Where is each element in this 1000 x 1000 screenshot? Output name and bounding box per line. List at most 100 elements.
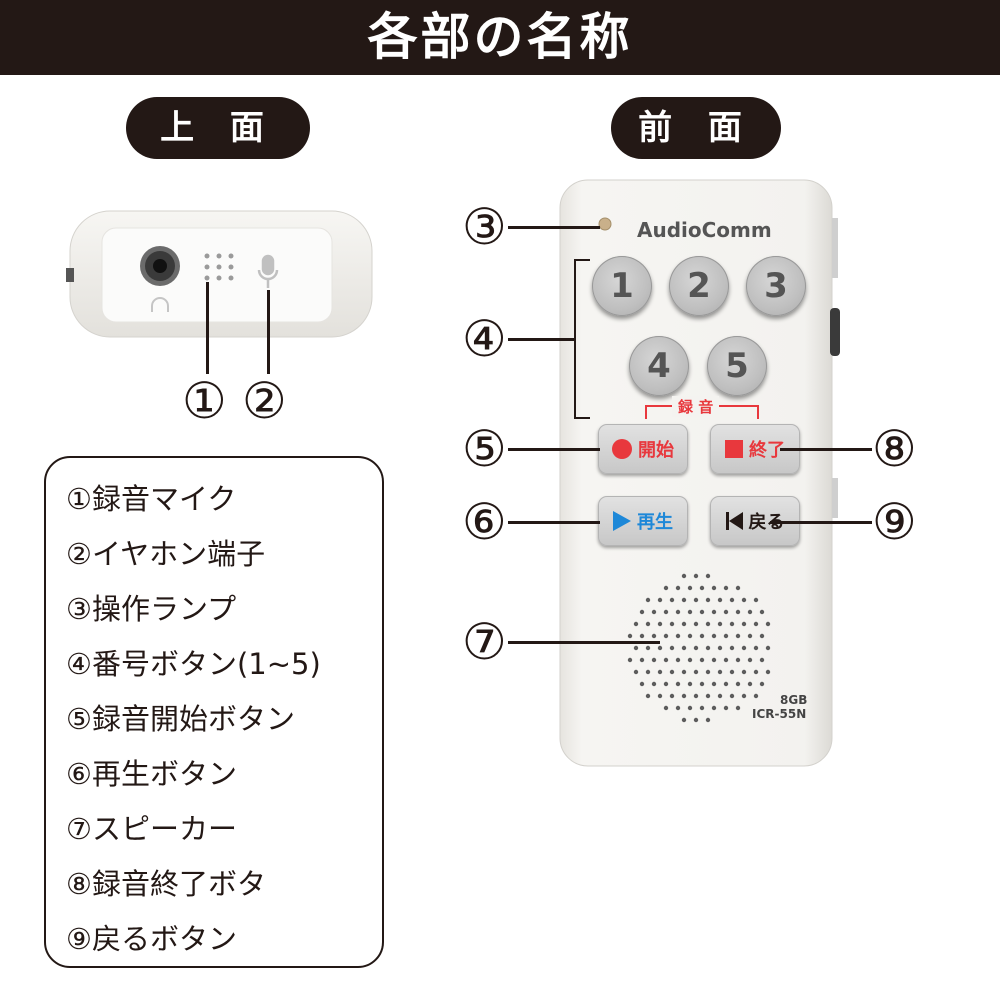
record-icon bbox=[612, 439, 632, 459]
speaker-hole bbox=[705, 621, 711, 627]
top-view-label: 上 面 bbox=[126, 97, 310, 159]
device-front-view bbox=[559, 179, 840, 767]
speaker-hole bbox=[729, 693, 735, 699]
record-stop-label: 終了 bbox=[749, 440, 785, 461]
speaker-hole bbox=[633, 621, 639, 627]
speaker-hole bbox=[717, 621, 723, 627]
speaker-hole bbox=[699, 609, 705, 615]
speaker-hole bbox=[663, 705, 669, 711]
speaker-hole bbox=[723, 705, 729, 711]
speaker-hole bbox=[741, 669, 747, 675]
speaker-hole bbox=[645, 669, 651, 675]
speaker-hole bbox=[651, 609, 657, 615]
speaker-hole bbox=[651, 633, 657, 639]
speaker-hole bbox=[687, 585, 693, 591]
speaker-hole bbox=[627, 657, 633, 663]
legend-item: ①録音マイク bbox=[66, 482, 237, 516]
speaker-grille-icon bbox=[627, 573, 771, 723]
capacity-label: 8GB bbox=[780, 693, 808, 707]
speaker-hole bbox=[705, 693, 711, 699]
leader-line-7 bbox=[508, 641, 660, 644]
speaker-hole bbox=[693, 669, 699, 675]
speaker-hole bbox=[675, 633, 681, 639]
speaker-hole bbox=[639, 633, 645, 639]
speaker-hole bbox=[753, 645, 759, 651]
speaker-hole bbox=[765, 669, 771, 675]
speaker-hole bbox=[699, 681, 705, 687]
callout-3: ③ bbox=[462, 198, 507, 256]
number-button-1[interactable]: 1 bbox=[592, 256, 652, 316]
speaker-hole bbox=[651, 681, 657, 687]
speaker-hole bbox=[657, 621, 663, 627]
speaker-hole bbox=[645, 621, 651, 627]
speaker-hole bbox=[705, 597, 711, 603]
callout-7: ⑦ bbox=[462, 613, 507, 671]
speaker-hole bbox=[729, 645, 735, 651]
speaker-hole bbox=[723, 585, 729, 591]
speaker-hole bbox=[633, 645, 639, 651]
speaker-hole bbox=[705, 645, 711, 651]
speaker-hole bbox=[663, 681, 669, 687]
speaker-hole bbox=[681, 717, 687, 723]
speaker-hole bbox=[639, 657, 645, 663]
speaker-hole bbox=[717, 645, 723, 651]
speaker-hole bbox=[675, 609, 681, 615]
number-button-2[interactable]: 2 bbox=[669, 256, 729, 316]
legend-item: ⑦スピーカー bbox=[66, 812, 237, 846]
number-button-3[interactable]: 3 bbox=[746, 256, 806, 316]
speaker-hole bbox=[705, 717, 711, 723]
record-bracket-label: 録 音 bbox=[672, 396, 720, 417]
legend-item: ⑤録音開始ボタン bbox=[66, 702, 295, 736]
speaker-hole bbox=[639, 681, 645, 687]
speaker-hole bbox=[747, 657, 753, 663]
legend-item: ⑨戻るボタン bbox=[66, 922, 237, 956]
speaker-hole bbox=[711, 633, 717, 639]
speaker-hole bbox=[657, 669, 663, 675]
speaker-hole bbox=[705, 573, 711, 579]
speaker-hole bbox=[717, 693, 723, 699]
number-button-5[interactable]: 5 bbox=[707, 336, 767, 396]
speaker-hole bbox=[741, 621, 747, 627]
speaker-hole bbox=[729, 621, 735, 627]
leader-line-4 bbox=[508, 338, 574, 341]
speaker-hole bbox=[723, 633, 729, 639]
speaker-hole bbox=[717, 597, 723, 603]
speaker-hole bbox=[759, 681, 765, 687]
speaker-hole bbox=[753, 669, 759, 675]
speaker-hole bbox=[693, 693, 699, 699]
speaker-hole bbox=[663, 633, 669, 639]
speaker-hole bbox=[759, 609, 765, 615]
speaker-hole bbox=[657, 645, 663, 651]
speaker-hole bbox=[735, 585, 741, 591]
model-label: ICR-55N bbox=[752, 707, 807, 721]
speaker-hole bbox=[687, 633, 693, 639]
speaker-hole bbox=[681, 621, 687, 627]
record-stop-button[interactable]: 終了 bbox=[710, 424, 800, 474]
speaker-hole bbox=[759, 657, 765, 663]
play-label: 再生 bbox=[637, 512, 673, 533]
speaker-hole bbox=[657, 693, 663, 699]
speaker-hole bbox=[765, 645, 771, 651]
record-start-button[interactable]: 開始 bbox=[598, 424, 688, 474]
speaker-hole bbox=[735, 705, 741, 711]
speaker-hole bbox=[747, 633, 753, 639]
play-button[interactable]: 再生 bbox=[598, 496, 688, 546]
speaker-hole bbox=[675, 657, 681, 663]
speaker-hole bbox=[735, 633, 741, 639]
speaker-hole bbox=[639, 609, 645, 615]
legend-box: ①録音マイク ②イヤホン端子 ③操作ランプ ④番号ボタン(1~5) ⑤録音開始ボ… bbox=[44, 456, 384, 968]
callout-2: ② bbox=[242, 372, 287, 430]
speaker-hole bbox=[651, 657, 657, 663]
speaker-hole bbox=[681, 693, 687, 699]
speaker-hole bbox=[723, 681, 729, 687]
earphone-jack-icon bbox=[140, 246, 180, 312]
microphone-icon bbox=[257, 254, 279, 288]
speaker-hole bbox=[657, 597, 663, 603]
callout-5: ⑤ bbox=[462, 420, 507, 478]
speaker-hole bbox=[753, 621, 759, 627]
number-button-4[interactable]: 4 bbox=[629, 336, 689, 396]
skip-back-icon bbox=[725, 512, 743, 530]
callout-9: ⑨ bbox=[872, 493, 917, 551]
callout-1: ① bbox=[182, 372, 227, 430]
speaker-hole bbox=[741, 645, 747, 651]
